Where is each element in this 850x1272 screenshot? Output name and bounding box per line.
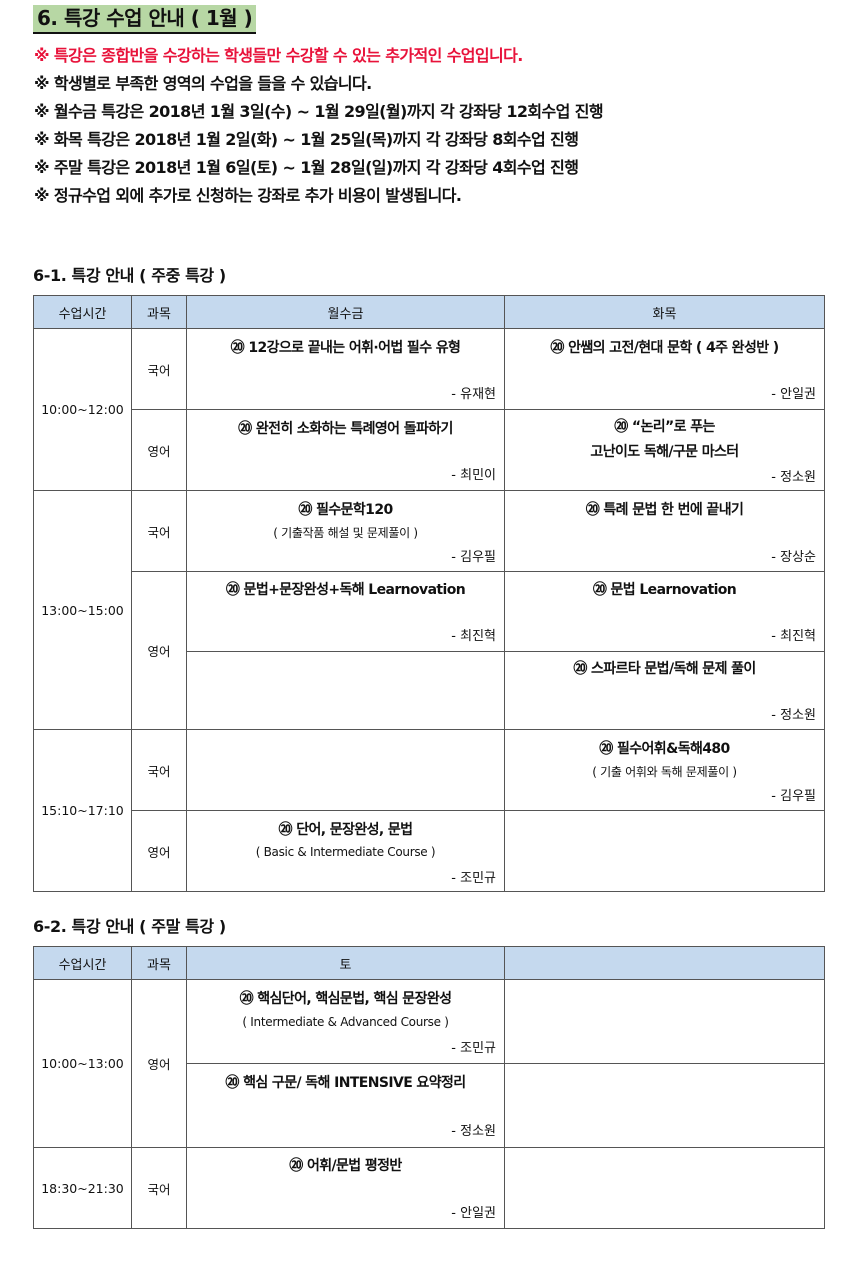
- course-cell: ⑳ 안쌤의 고전/현대 문학 ( 4주 완성반 ) - 안일권: [504, 328, 825, 410]
- course-subtitle: ( 기출 어휘와 독해 문제풀이 ): [592, 765, 737, 779]
- course-cell: ⑳ 문법+문장완성+독해 Learnovation - 최진혁: [186, 571, 505, 652]
- course-cell: ⑳ 어휘/문법 평정반 - 안일권: [186, 1147, 505, 1229]
- empty-cell: [186, 651, 505, 730]
- time-cell: 13:00~15:00: [33, 490, 132, 730]
- subject-cell: 영어: [131, 810, 187, 892]
- course-title: ⑳ 특례 문법 한 번에 끝내기: [585, 502, 744, 518]
- table-row: ⑳ 핵심 구문/ 독해 INTENSIVE 요약정리 - 정소원: [34, 1063, 825, 1148]
- instructor: - 최진혁: [771, 629, 816, 644]
- course-cell: ⑳ 완전히 소화하는 특례영어 돌파하기 - 최민이: [186, 409, 505, 491]
- instructor: - 장상순: [771, 550, 816, 565]
- weekend-schedule-table: 수업시간 과목 토 10:00~13:00 영어 ⑳ 핵심단어, 핵심문법, 핵…: [33, 946, 825, 1229]
- course-title: ⑳ 완전히 소화하는 특례영어 돌파하기: [238, 421, 453, 437]
- table-row: 영어 ⑳ 완전히 소화하는 특례영어 돌파하기 - 최민이 ⑳ “논리”로 푸는…: [34, 409, 825, 491]
- course-cell: ⑳ 핵심 구문/ 독해 INTENSIVE 요약정리 - 정소원: [186, 1063, 505, 1148]
- course-title: ⑳ 문법 Learnovation: [592, 582, 737, 598]
- empty-cell: [504, 979, 825, 1064]
- notice-item: ※ 주말 특강은 2018년 1월 6일(토) ~ 1월 28일(일)까지 각 …: [34, 158, 579, 177]
- header-time: 수업시간: [33, 295, 132, 329]
- header-time: 수업시간: [33, 946, 132, 980]
- instructor: - 최진혁: [451, 629, 496, 644]
- course-title: ⑳ 단어, 문장완성, 문법: [278, 822, 414, 838]
- instructor: - 조민규: [451, 871, 496, 886]
- notice-item: ※ 정규수업 외에 추가로 신청하는 강좌로 추가 비용이 발생됩니다.: [34, 186, 462, 205]
- notice-list: ※ 특강은 종합반을 수강하는 학생들만 수강할 수 있는 추가적인 수업입니다…: [34, 42, 604, 210]
- course-title: ⑳ 필수문학120: [298, 502, 393, 518]
- course-cell: ⑳ 12강으로 끝내는 어휘·어법 필수 유형 - 유재현: [186, 328, 505, 410]
- course-title: ⑳ 스파르타 문법/독해 문제 풀이: [573, 661, 756, 677]
- course-cell: ⑳ 특례 문법 한 번에 끝내기 - 장상순: [504, 490, 825, 572]
- subject-cell: 국어: [131, 328, 187, 410]
- course-title: ⑳ 안쌤의 고전/현대 문학 ( 4주 완성반 ): [550, 340, 779, 356]
- subject-cell: 국어: [131, 729, 187, 811]
- table-header-row: 수업시간 과목 월수금 화목: [33, 295, 825, 329]
- weekday-heading: 6-1. 특강 안내 ( 주중 특강 ): [33, 266, 226, 285]
- notice-item: ※ 학생별로 부족한 영역의 수업을 들을 수 있습니다.: [34, 74, 372, 93]
- time-cell: 18:30~21:30: [33, 1147, 132, 1229]
- header-sat: 토: [186, 946, 505, 980]
- subject-cell: 국어: [131, 1147, 187, 1229]
- notice-item: ※ 화목 특강은 2018년 1월 2일(화) ~ 1월 25일(목)까지 각 …: [34, 130, 579, 149]
- table-row: 영어 ⑳ 문법+문장완성+독해 Learnovation - 최진혁 ⑳ 문법 …: [34, 571, 825, 730]
- table-row: 10:00~13:00 영어 ⑳ 핵심단어, 핵심문법, 핵심 문장완성 ( I…: [33, 979, 825, 1148]
- table-row: 10:00~12:00 국어 ⑳ 12강으로 끝내는 어휘·어법 필수 유형 -…: [33, 328, 825, 491]
- notice-item: ※ 월수금 특강은 2018년 1월 3일(수) ~ 1월 29일(월)까지 각…: [34, 102, 604, 121]
- course-cell: ⑳ “논리”로 푸는 고난이도 독해/구문 마스터 - 정소원: [504, 409, 825, 491]
- course-title: ⑳ 어휘/문법 평정반: [289, 1158, 402, 1174]
- course-title: ⑳ 핵심단어, 핵심문법, 핵심 문장완성: [239, 991, 452, 1007]
- course-cell: ⑳ 문법 Learnovation - 최진혁: [504, 571, 825, 652]
- instructor: - 안일권: [771, 387, 816, 402]
- header-mwf: 월수금: [186, 295, 505, 329]
- subject-cell: 영어: [131, 409, 187, 491]
- time-cell: 10:00~12:00: [33, 328, 132, 491]
- instructor: - 최민이: [451, 468, 496, 483]
- weekday-schedule-table: 수업시간 과목 월수금 화목 10:00~12:00 국어 ⑳ 12강으로 끝내…: [33, 295, 825, 892]
- course-title: ⑳ 12강으로 끝내는 어휘·어법 필수 유형: [230, 340, 461, 356]
- course-cell: ⑳ 필수문학120 ( 기출작품 해설 및 문제풀이 ) - 김우필: [186, 490, 505, 572]
- instructor: - 정소원: [451, 1124, 496, 1139]
- notice-item: ※ 특강은 종합반을 수강하는 학생들만 수강할 수 있는 추가적인 수업입니다…: [34, 46, 523, 65]
- empty-cell: [186, 729, 505, 811]
- empty-cell: [504, 810, 825, 892]
- course-title-line2: 고난이도 독해/구문 마스터: [590, 444, 739, 460]
- time-cell: 10:00~13:00: [33, 979, 132, 1148]
- course-cell: ⑳ 핵심단어, 핵심문법, 핵심 문장완성 ( Intermediate & A…: [186, 979, 505, 1064]
- empty-cell: [504, 1147, 825, 1229]
- subject-cell: 영어: [131, 979, 187, 1148]
- course-subtitle: ( Basic & Intermediate Course ): [255, 845, 436, 859]
- subject-cell: 영어: [131, 571, 187, 730]
- page-title: 6. 특강 수업 안내 ( 1월 ): [33, 5, 257, 34]
- time-cell: 15:10~17:10: [33, 729, 132, 892]
- course-cell: ⑳ 필수어휘&독해480 ( 기출 어휘와 독해 문제풀이 ) - 김우필: [504, 729, 825, 811]
- instructor: - 안일권: [451, 1206, 496, 1221]
- table-row: 영어 ⑳ 단어, 문장완성, 문법 ( Basic & Intermediate…: [34, 810, 825, 892]
- table-header-row: 수업시간 과목 토: [33, 946, 825, 980]
- header-empty: [504, 946, 825, 980]
- empty-cell: [504, 1063, 825, 1148]
- instructor: - 조민규: [451, 1041, 496, 1056]
- course-subtitle: ( 기출작품 해설 및 문제풀이 ): [273, 526, 418, 540]
- instructor: - 유재현: [451, 387, 496, 402]
- instructor: - 김우필: [771, 789, 816, 804]
- course-title: ⑳ 핵심 구문/ 독해 INTENSIVE 요약정리: [225, 1075, 466, 1091]
- table-row: 15:10~17:10 국어 ⑳ 필수어휘&독해480 ( 기출 어휘와 독해 …: [33, 729, 825, 892]
- course-title: ⑳ 필수어휘&독해480: [599, 741, 730, 757]
- course-cell: ⑳ 스파르타 문법/독해 문제 풀이 - 정소원: [504, 651, 825, 730]
- table-row: 18:30~21:30 국어 ⑳ 어휘/문법 평정반 - 안일권: [33, 1147, 825, 1229]
- course-subtitle: ( Intermediate & Advanced Course ): [242, 1015, 449, 1029]
- header-subject: 과목: [131, 295, 187, 329]
- course-title: ⑳ “논리”로 푸는: [614, 419, 715, 435]
- weekend-heading: 6-2. 특강 안내 ( 주말 특강 ): [33, 917, 226, 936]
- course-title: ⑳ 문법+문장완성+독해 Learnovation: [225, 582, 466, 598]
- instructor: - 정소원: [771, 470, 816, 485]
- table-row: 13:00~15:00 국어 ⑳ 필수문학120 ( 기출작품 해설 및 문제풀…: [33, 490, 825, 730]
- instructor: - 정소원: [771, 708, 816, 723]
- header-subject: 과목: [131, 946, 187, 980]
- course-cell: ⑳ 단어, 문장완성, 문법 ( Basic & Intermediate Co…: [186, 810, 505, 892]
- subject-cell: 국어: [131, 490, 187, 572]
- header-tt: 화목: [504, 295, 825, 329]
- instructor: - 김우필: [451, 550, 496, 565]
